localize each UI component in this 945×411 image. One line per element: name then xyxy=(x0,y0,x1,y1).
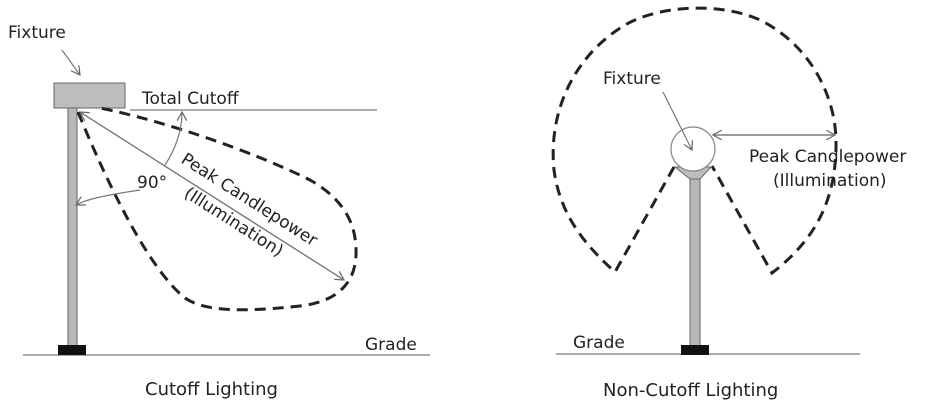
angle-arc-arrow-up xyxy=(164,112,182,166)
angle-label: 90° xyxy=(137,173,167,193)
total-cutoff-label: Total Cutoff xyxy=(141,89,240,109)
non-cutoff-lighting-panel: Fixture Peak Candlepower (Illumination) … xyxy=(551,6,906,401)
cutoff-lighting-panel: Fixture Total Cutoff 90° Peak Candlepowe… xyxy=(8,23,430,400)
light-distribution-curve xyxy=(551,6,838,276)
grade-label: Grade xyxy=(365,335,417,355)
pole-base xyxy=(681,345,709,355)
pole xyxy=(689,177,701,349)
fixture-box xyxy=(53,82,126,109)
peak-arrow-back xyxy=(80,112,345,281)
light-distribution-curve xyxy=(76,106,358,312)
non-cutoff-caption: Non-Cutoff Lighting xyxy=(603,380,778,401)
cutoff-caption: Cutoff Lighting xyxy=(145,379,278,400)
fixture-label: Fixture xyxy=(603,69,661,89)
pole-base xyxy=(58,345,86,355)
fixture-pointer-arrow xyxy=(662,91,692,150)
illumination-label: (Illumination) xyxy=(773,171,887,191)
fixture-pointer-arrow xyxy=(61,49,80,75)
peak-candlepower-label: Peak Candlepower xyxy=(749,147,906,167)
pole xyxy=(67,107,78,349)
angle-arc-arrow xyxy=(76,189,141,205)
grade-label: Grade xyxy=(573,333,625,353)
fixture-label: Fixture xyxy=(8,23,66,43)
globe-fixture xyxy=(670,126,716,172)
